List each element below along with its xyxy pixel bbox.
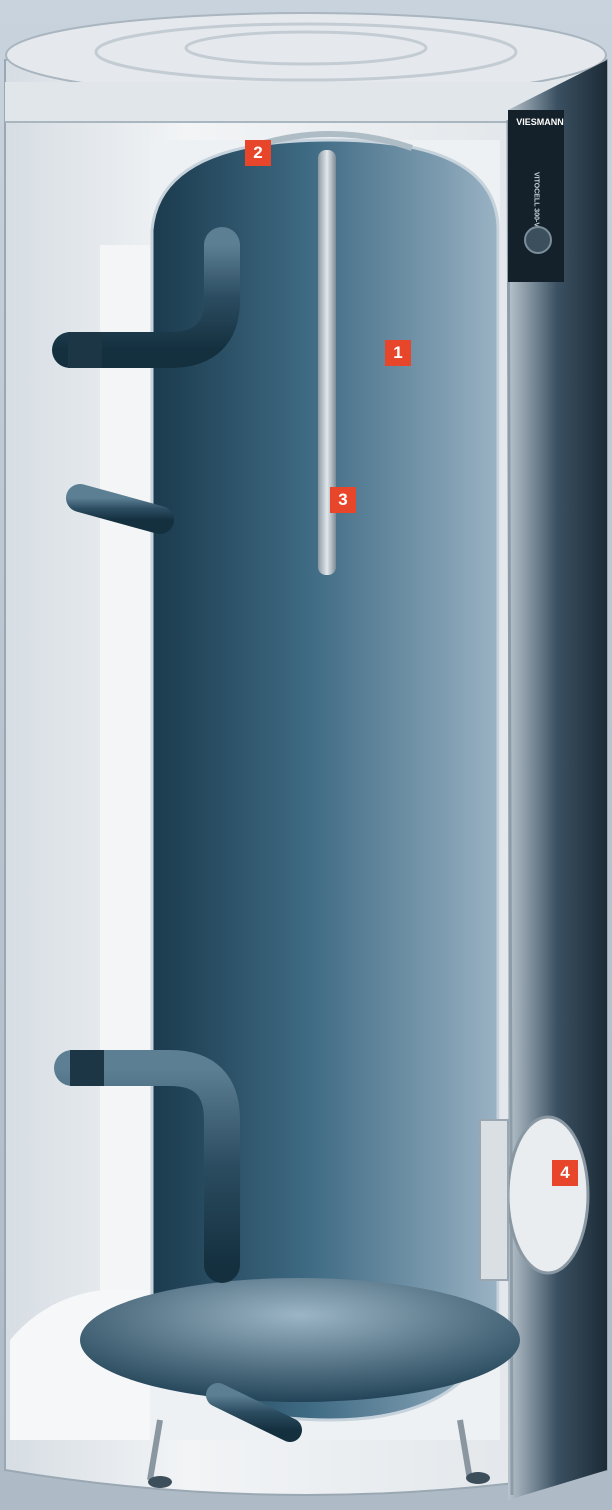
control-knob-icon <box>524 226 552 254</box>
brand-logo: VIESMANN <box>512 117 568 127</box>
tank-bottom <box>80 1278 520 1402</box>
callout-1: 1 <box>385 340 411 366</box>
callout-2: 2 <box>245 140 271 166</box>
callout-4: 4 <box>552 1160 578 1186</box>
inspection-cover <box>508 1117 588 1273</box>
callout-3: 3 <box>330 487 356 513</box>
